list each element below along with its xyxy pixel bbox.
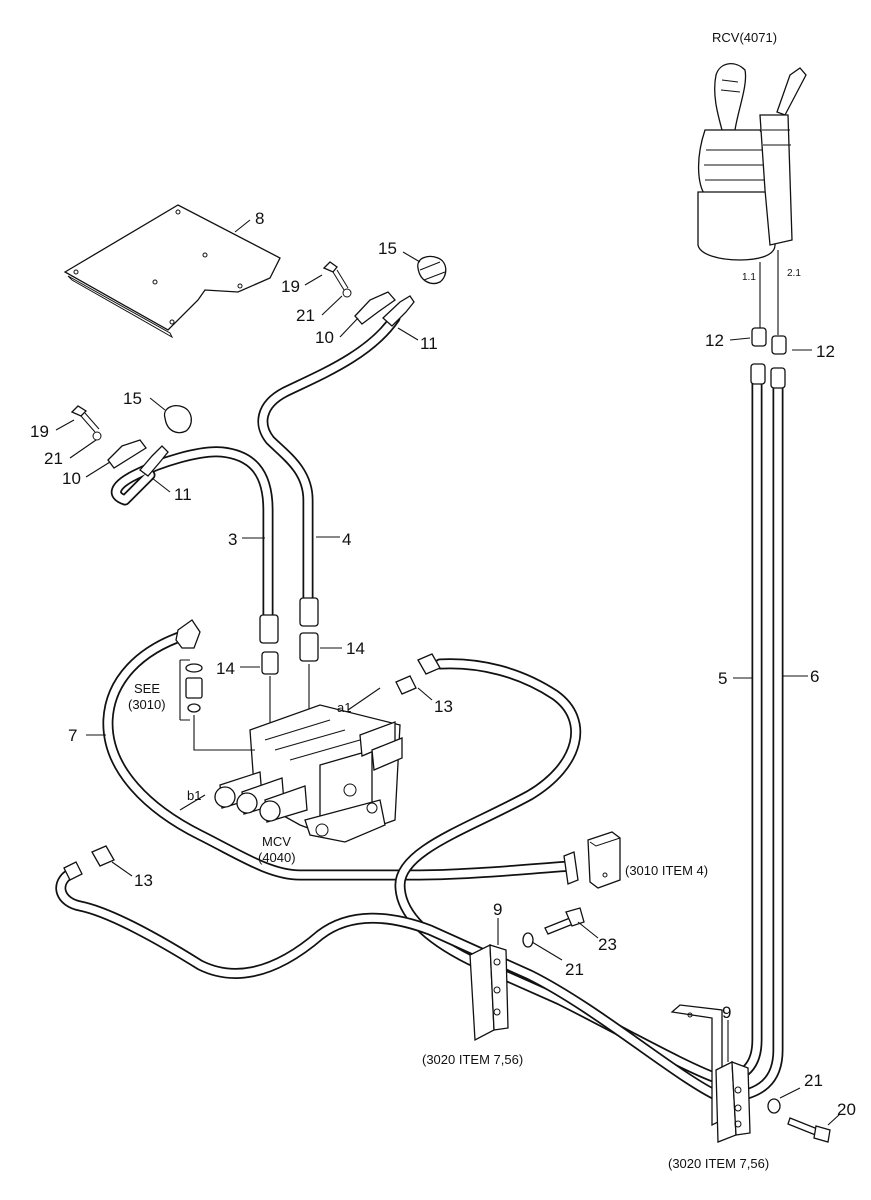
callout-10-lower: 10 bbox=[62, 469, 81, 488]
hose-mcv-b1-return bbox=[55, 869, 728, 1104]
clamp-9-lower-left bbox=[469, 943, 509, 1042]
see-label: SEE bbox=[134, 681, 160, 696]
callout-20: 20 bbox=[837, 1100, 856, 1119]
rcv-label: RCV(4071) bbox=[712, 30, 777, 45]
callout-12-left: 12 bbox=[705, 331, 724, 350]
callout-11-upper: 11 bbox=[420, 334, 438, 353]
mcv-ref-label: (4040) bbox=[258, 850, 296, 865]
callout-5: 5 bbox=[718, 669, 727, 688]
callout-8: 8 bbox=[255, 209, 264, 228]
fitting-12-left bbox=[750, 327, 767, 385]
see-3010-fitting bbox=[179, 659, 255, 751]
elbow-11-upper bbox=[382, 295, 415, 327]
plug-15-upper bbox=[417, 255, 447, 285]
pressure-switch-3010 bbox=[563, 831, 621, 889]
bolt-20 bbox=[787, 1117, 831, 1143]
callout-19-upper: 19 bbox=[281, 277, 300, 296]
bolt-23 bbox=[544, 907, 585, 935]
fitting-14-right bbox=[299, 597, 319, 740]
callout-21-clamp-right: 21 bbox=[804, 1071, 823, 1090]
floor-plate bbox=[63, 204, 281, 339]
ref-3010-item4-label: (3010 ITEM 4) bbox=[625, 863, 708, 878]
callout-21-clamp-left: 21 bbox=[565, 960, 584, 979]
callout-23: 23 bbox=[598, 935, 617, 954]
callout-9-right: 9 bbox=[722, 1003, 731, 1022]
callout-11-lower: 11 bbox=[174, 485, 192, 504]
ref-3020-label-right: (3020 ITEM 7,56) bbox=[668, 1156, 769, 1171]
callout-15-upper: 15 bbox=[378, 239, 397, 258]
callout-19-lower: 19 bbox=[30, 422, 49, 441]
washer-21-clamp-right bbox=[767, 1098, 781, 1114]
hose-7-end-fitting bbox=[175, 619, 201, 649]
callout-9-left: 9 bbox=[493, 900, 502, 919]
tee-10-lower bbox=[92, 431, 147, 469]
callout-15-lower: 15 bbox=[123, 389, 142, 408]
plug-15-lower bbox=[163, 404, 192, 434]
callout-4: 4 bbox=[342, 530, 351, 549]
tee-10-upper bbox=[342, 288, 396, 325]
callout-21-lower: 21 bbox=[44, 449, 63, 468]
elbow-11-lower bbox=[139, 445, 169, 477]
main-control-valve bbox=[179, 687, 403, 843]
callout-13-b1: 13 bbox=[134, 871, 153, 890]
rcv-joystick bbox=[697, 63, 807, 335]
callout-12-right: 12 bbox=[816, 342, 835, 361]
callout-7: 7 bbox=[68, 726, 77, 745]
bolt-19-upper bbox=[322, 261, 349, 291]
fitting-14-left bbox=[259, 614, 279, 740]
hose-3 bbox=[110, 446, 274, 621]
leader-lines bbox=[55, 219, 841, 1126]
fitting-13-a1 bbox=[395, 653, 441, 695]
callout-3: 3 bbox=[228, 530, 237, 549]
fitting-13-b1 bbox=[63, 845, 115, 881]
callout-10-upper: 10 bbox=[315, 328, 334, 347]
text-labels: RCV(4071) 1.1 2.1 MCV (4040) SEE (3010) … bbox=[30, 30, 856, 1171]
see-ref-label: (3010) bbox=[128, 697, 166, 712]
hose-7 bbox=[102, 629, 576, 881]
port-2-1-label: 2.1 bbox=[787, 268, 801, 279]
port-b1-label: b1 bbox=[187, 788, 201, 803]
fitting-12-right bbox=[770, 335, 787, 389]
hose-5 bbox=[714, 379, 763, 1086]
mcv-label: MCV bbox=[262, 834, 291, 849]
callout-21-upper: 21 bbox=[296, 306, 315, 325]
washer-21-clamp-left bbox=[522, 932, 534, 948]
clamp-9-lower-right bbox=[715, 1060, 751, 1143]
port-a1-label: a1 bbox=[337, 700, 351, 715]
callout-6: 6 bbox=[810, 667, 819, 686]
callout-13-a1: 13 bbox=[434, 697, 453, 716]
callout-14-left: 14 bbox=[216, 659, 235, 678]
hose-4 bbox=[257, 312, 401, 606]
port-1-1-label: 1.1 bbox=[742, 272, 756, 283]
bolt-19-lower bbox=[70, 405, 100, 433]
callout-14-right: 14 bbox=[346, 639, 365, 658]
ref-3020-label-left: (3020 ITEM 7,56) bbox=[422, 1052, 523, 1067]
